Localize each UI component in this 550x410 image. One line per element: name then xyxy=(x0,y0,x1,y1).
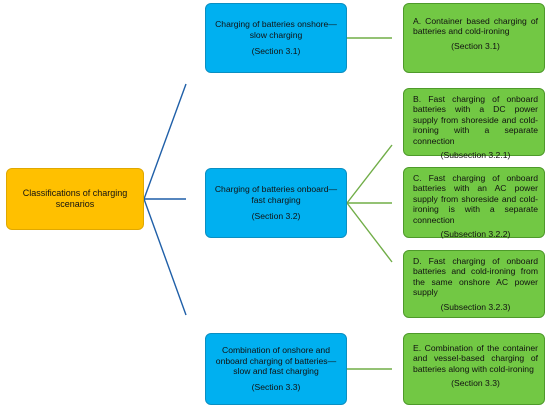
section-ref: (Section 3.3) xyxy=(251,382,301,393)
section-node-3-2: Charging of batteries onboard—fast charg… xyxy=(205,168,347,238)
section-node-3-3: Combination of onshore and onboard charg… xyxy=(205,333,347,405)
leaf-ref: (Subsection 3.2.1) xyxy=(440,150,511,161)
connector-root-section-1 xyxy=(143,83,187,200)
leaf-text: B. Fast charging of onboard batteries wi… xyxy=(413,94,538,146)
root-label: Classifications of charging scenarios xyxy=(22,188,128,209)
connector-section-2-leaf-d xyxy=(346,202,393,263)
leaf-text: D. Fast charging of onboard batteries an… xyxy=(413,256,538,298)
section-title: Charging of batteries onshore—slow charg… xyxy=(215,19,337,40)
leaf-ref: (Section 3.1) xyxy=(451,40,500,51)
leaf-ref: (Subsection 3.2.2) xyxy=(440,229,511,240)
leaf-text: C. Fast charging of onboard batteries wi… xyxy=(413,173,538,225)
leaf-ref: (Section 3.3) xyxy=(451,378,500,389)
leaf-text: E. Combination of the container and vess… xyxy=(413,343,538,374)
root-node: Classifications of charging scenarios xyxy=(6,168,144,230)
section-title: Charging of batteries onboard—fast charg… xyxy=(214,184,338,205)
leaf-node-e: E. Combination of the container and vess… xyxy=(403,333,545,405)
connector-section-2-leaf-b xyxy=(346,144,393,204)
section-title: Combination of onshore and onboard charg… xyxy=(215,345,337,376)
section-ref: (Section 3.2) xyxy=(251,211,301,222)
leaf-node-c: C. Fast charging of onboard batteries wi… xyxy=(403,167,545,240)
connector-root-section-3 xyxy=(143,198,187,316)
section-node-3-1: Charging of batteries onshore—slow charg… xyxy=(205,3,347,73)
leaf-node-a: A. Container based charging of batteries… xyxy=(403,3,545,73)
section-ref: (Section 3.1) xyxy=(251,46,301,57)
leaf-text: A. Container based charging of batteries… xyxy=(413,16,538,37)
leaf-ref: (Subsection 3.2.3) xyxy=(440,301,511,312)
leaf-node-d: D. Fast charging of onboard batteries an… xyxy=(403,250,545,318)
leaf-node-b: B. Fast charging of onboard batteries wi… xyxy=(403,88,545,160)
